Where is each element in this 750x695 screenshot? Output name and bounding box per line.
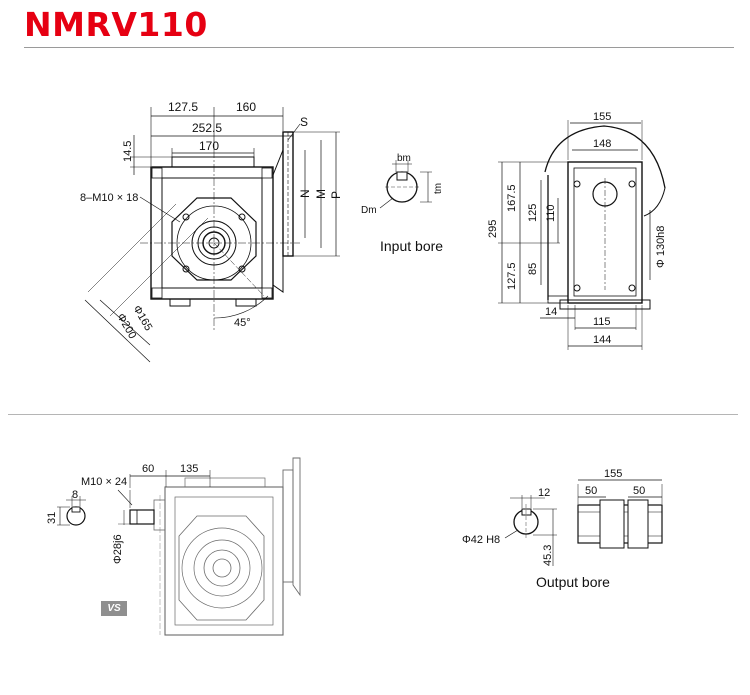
dim-170: 170 <box>199 139 219 153</box>
side-base <box>559 299 651 310</box>
dia-130h8: Φ 130h8 <box>655 226 667 268</box>
dim-line-165 <box>99 299 151 346</box>
dim-50-right: 50 <box>633 485 645 497</box>
side-body <box>567 161 643 304</box>
dim-125: 125 <box>527 204 539 222</box>
dim-127-5-b: 127.5 <box>506 262 518 290</box>
bolt-label: 8–M10 × 18 <box>80 192 138 204</box>
top-ear <box>171 156 255 168</box>
side-body-inner <box>573 167 637 297</box>
dim-31: 31 <box>46 512 58 524</box>
motor-flange-taper <box>272 149 284 293</box>
input-shaft <box>129 509 155 525</box>
page-title: NMRV110 <box>24 5 208 44</box>
corner-boss <box>261 167 273 179</box>
foot <box>169 298 191 307</box>
mount-hole <box>573 180 581 188</box>
m10x24-label: M10 × 24 <box>81 476 127 488</box>
dim-155-output: 155 <box>604 468 622 480</box>
bolt-hole <box>238 265 246 273</box>
dim-295: 295 <box>487 220 499 238</box>
corner-boss <box>261 287 273 299</box>
dim-60: 60 <box>142 463 154 475</box>
dim-line-200 <box>84 299 151 363</box>
bolt-hole <box>238 213 246 221</box>
dim-135-shaft: 135 <box>180 463 198 475</box>
dim-115: 115 <box>593 316 611 328</box>
side-housing-arc <box>544 125 666 189</box>
dim-155: 155 <box>593 111 611 123</box>
bolt-hole <box>182 213 190 221</box>
output-hollow-shaft <box>577 479 663 549</box>
vs-badge: VS <box>101 601 127 616</box>
shaft-dims <box>57 470 211 526</box>
angle-arc <box>213 295 269 319</box>
dim-s: S <box>300 115 308 129</box>
octagon-flange <box>171 197 257 281</box>
dim-85: 85 <box>527 263 539 275</box>
shaft-view <box>153 457 301 636</box>
dim-12: 12 <box>538 487 550 499</box>
keyway <box>396 171 408 181</box>
output-bore-caption: Output bore <box>536 574 610 590</box>
mount-hole <box>628 180 636 188</box>
dim-m: M <box>314 189 328 199</box>
input-bore-dm: Dm <box>361 205 377 216</box>
gearbox-body-outline <box>150 166 274 300</box>
dim-148: 148 <box>593 138 611 150</box>
foot <box>235 298 257 307</box>
dim-8: 8 <box>72 489 78 501</box>
dim-252-5: 252.5 <box>192 121 222 135</box>
dim-14: 14 <box>545 306 557 318</box>
dim-160: 160 <box>236 100 256 114</box>
dim-127-5: 127.5 <box>168 100 198 114</box>
front-view <box>84 107 340 363</box>
dim-45-3: 45.3 <box>542 545 554 566</box>
side-view <box>498 120 666 350</box>
mount-hole <box>573 284 581 292</box>
dim-n: N <box>298 189 312 198</box>
title-divider <box>24 47 734 48</box>
input-bore-bm: bm <box>397 153 411 164</box>
output-bore-view <box>504 495 557 566</box>
dia-28j6: Φ28j6 <box>112 534 124 564</box>
dim-144: 144 <box>593 334 611 346</box>
dim-110: 110 <box>545 204 557 222</box>
dia-42h8: Φ42 H8 <box>462 534 500 546</box>
input-bore-caption: Input bore <box>380 238 444 254</box>
bolt-hole <box>182 265 190 273</box>
dim-14-5: 14.5 <box>122 141 134 162</box>
section-divider <box>8 414 738 415</box>
input-bore-view <box>379 160 432 209</box>
dim-50-left: 50 <box>585 485 597 497</box>
input-bore-tm: tm <box>433 183 444 194</box>
mount-hole <box>628 284 636 292</box>
angle-45: 45° <box>234 317 251 329</box>
dim-p: P <box>329 191 343 199</box>
gearbox-inner-outline <box>161 177 263 289</box>
corner-boss <box>151 287 163 299</box>
dim-167-5: 167.5 <box>506 184 518 212</box>
corner-boss <box>151 167 163 179</box>
